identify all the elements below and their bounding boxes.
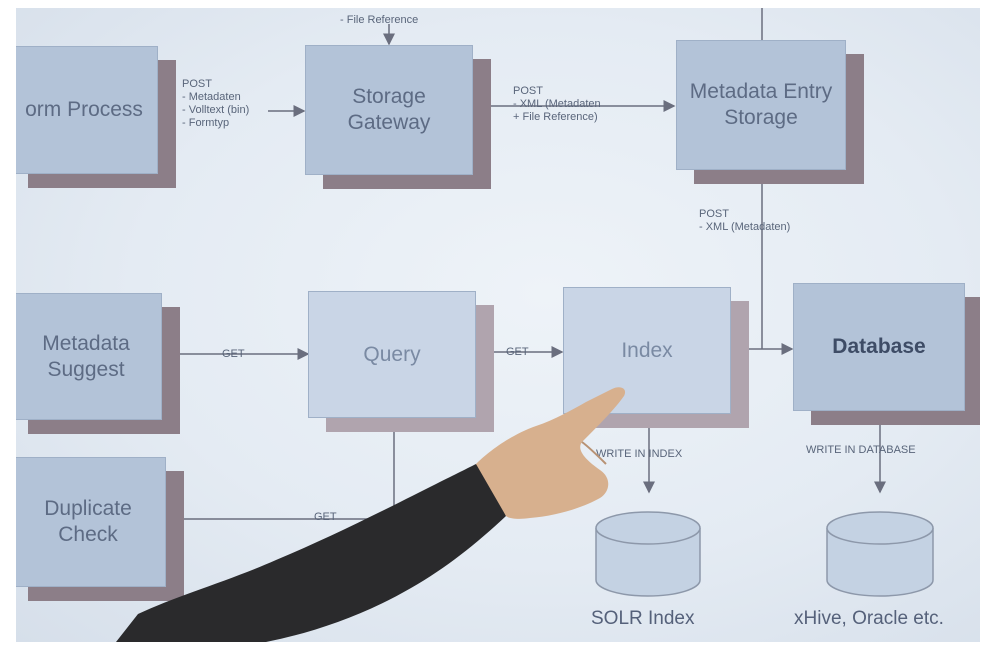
metadata-entry-storage-label: Metadata Entry Storage <box>689 80 833 129</box>
post-storage-to-db-label: POST - XML (Metadaten) <box>699 208 791 233</box>
get-duplicate-label: GET <box>314 511 337 523</box>
sleeve <box>116 464 506 642</box>
form-process-box: orm Process <box>16 46 158 174</box>
metadata-suggest-box: Metadata Suggest <box>16 293 162 420</box>
projected-diagram-photo: orm Process Storage Gateway Metadata Ent… <box>16 8 980 642</box>
get-suggest-query-label: GET <box>222 348 245 360</box>
xhive-caption: xHive, Oracle etc. <box>794 608 944 629</box>
connector-lines <box>176 8 934 597</box>
file-reference-label: - File Reference <box>340 14 419 26</box>
database-label: Database <box>832 335 926 358</box>
write-in-database-label: WRITE IN DATABASE <box>806 444 916 456</box>
xhive-cylinder <box>826 511 934 597</box>
database-box: Database <box>793 283 965 411</box>
metadata-entry-storage-box: Metadata Entry Storage <box>676 40 846 170</box>
index-box: Index <box>563 287 731 414</box>
solr-cylinder <box>595 511 701 597</box>
query-box: Query <box>308 291 476 418</box>
storage-gateway-box: Storage Gateway <box>305 45 473 175</box>
post-gateway-to-storage-label: POST - XML (Metadaten + File Reference) <box>513 85 601 123</box>
hand-skin <box>476 387 626 519</box>
solr-index-caption: SOLR Index <box>591 608 695 629</box>
index-label: Index <box>621 338 673 362</box>
metadata-suggest-label: Metadata Suggest <box>42 331 130 381</box>
duplicate-check-box: Duplicate Check <box>16 457 166 587</box>
get-query-index-label: GET <box>506 346 529 358</box>
query-label: Query <box>363 342 421 366</box>
storage-gateway-label: Storage Gateway <box>347 85 431 134</box>
write-in-index-label: WRITE IN INDEX <box>596 448 683 460</box>
pointing-hand <box>116 387 626 642</box>
duplicate-check-label: Duplicate Check <box>44 497 132 546</box>
post-form-to-gateway-label: POST - Metadaten - Volltext (bin) - Form… <box>182 78 250 129</box>
form-process-label: orm Process <box>25 98 143 121</box>
